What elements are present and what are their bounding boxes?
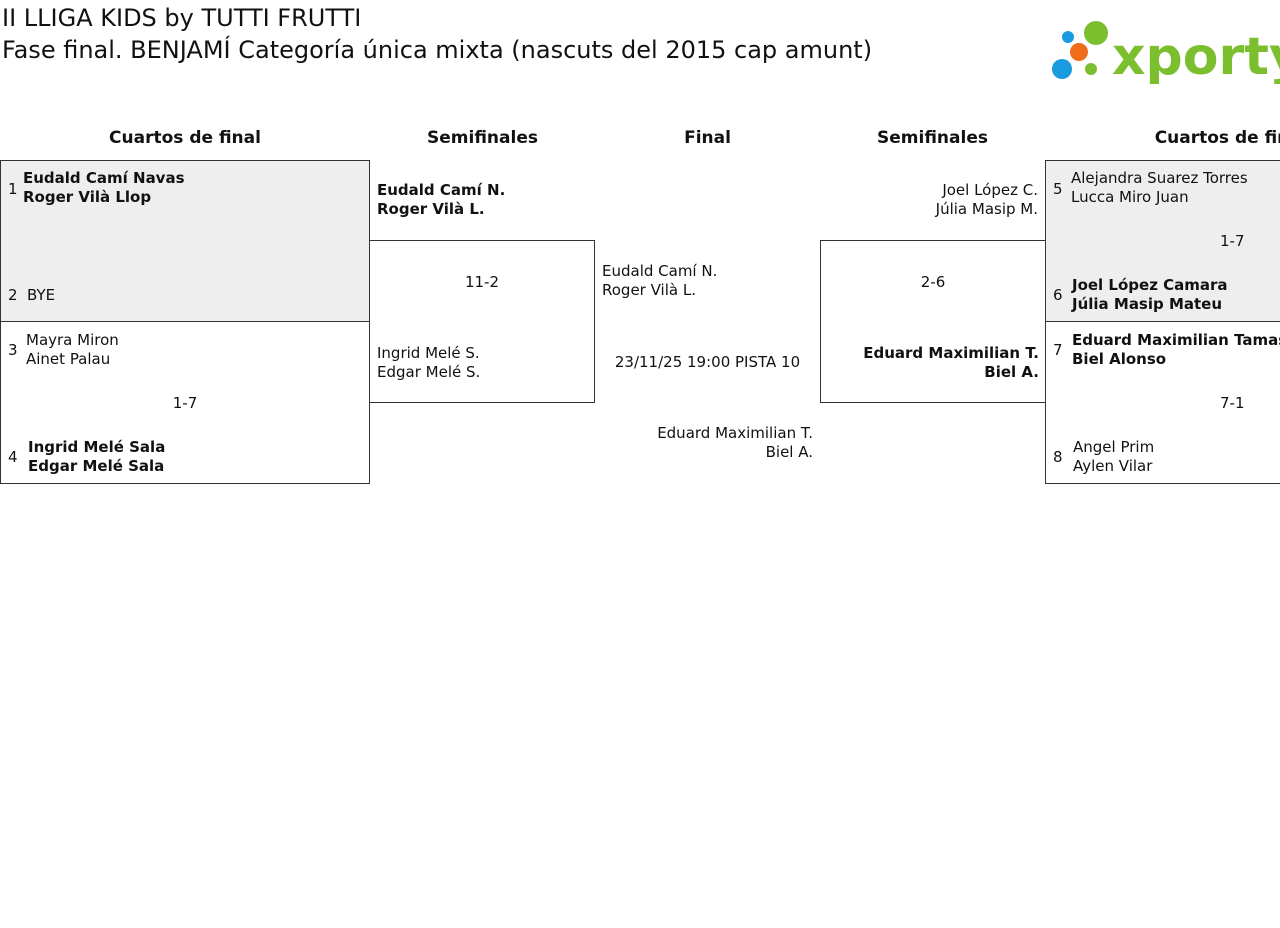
match-score: 2-6 [920,273,946,291]
match-score: 1-7 [172,394,198,412]
team-a-player-2: Roger Vilà Llop [23,188,152,206]
seed-number: 5 [1053,180,1063,198]
sf-left-team-a-player-1: Eudald Camí N. [377,181,506,199]
final-match[interactable]: Eudald Camí N. Roger Vilà L. 23/11/25 19… [595,240,820,485]
xporty-logo[interactable]: xporty [1050,18,1280,87]
team-b-player-1: Ingrid Melé Sala [28,438,166,456]
team-b-player-1: Angel Prim [1073,438,1155,456]
qf-left-match-1[interactable]: 1 Eudald Camí Navas Roger Vilà Llop 2 BY… [0,160,370,322]
qf-left-match-2[interactable]: 3 Mayra Miron Ainet Palau 1-7 4 Ingrid M… [0,321,370,484]
seed-number: 6 [1053,286,1063,304]
sf-left-match[interactable]: 11-2 Ingrid Melé S. Edgar Melé S. [369,240,595,403]
round-header-final: Final [684,128,731,148]
page-title: II LLIGA KIDS by TUTTI FRUTTI Fase final… [2,2,902,66]
final-schedule: 23/11/25 19:00 PISTA 10 [614,353,801,371]
team-b-player-1: BYE [27,286,56,304]
team-a-player-1: Alejandra Suarez Torres [1071,169,1248,187]
match-score: 1-7 [1220,232,1245,250]
logo-dot-orange [1070,43,1088,61]
team-a-player-1: Mayra Miron [26,331,119,349]
sf-right-team-a-player-2: Júlia Masip M. [935,200,1038,218]
round-header-sf-left: Semifinales [427,128,538,148]
logo-dot-green-small [1085,63,1097,75]
team-b-player-2: Aylen Vilar [1073,457,1153,475]
seed-number: 3 [8,341,18,359]
logo-dot-green-big [1084,21,1108,45]
logo-dot-blue-big [1052,59,1072,79]
sf-left-team-a-player-2: Roger Vilà L. [377,200,485,218]
final-team-a-player-2: Roger Vilà L. [602,281,696,299]
sf-right-team-a-player-1: Joel López C. [942,181,1038,199]
seed-number: 1 [8,180,18,198]
team-b-player-2: Edgar Melé Sala [28,457,165,475]
title-line-1: II LLIGA KIDS by TUTTI FRUTTI [2,4,362,32]
team-b-player-2: Biel A. [984,363,1039,381]
title-line-2: Fase final. BENJAMÍ Categoría única mixt… [2,36,873,64]
team-a-player-1: Eudald Camí Navas [23,169,185,187]
qf-right-match-2[interactable]: 7 Eduard Maximilian Tamas Biel Alonso 7-… [1045,321,1280,484]
team-a-player-2: Lucca Miro Juan [1071,188,1189,206]
team-a-player-1: Eduard Maximilian Tamas [1072,331,1280,349]
qf-right-match-1[interactable]: 5 Alejandra Suarez Torres Lucca Miro Jua… [1045,160,1280,322]
team-b-player-2: Júlia Masip Mateu [1072,295,1223,313]
seed-number: 8 [1053,448,1063,466]
team-a-player-2: Biel Alonso [1072,350,1167,368]
team-b-player-1: Joel López Camara [1072,276,1228,294]
logo-text: xporty [1112,27,1280,84]
seed-number: 4 [8,448,18,466]
team-b-player-2: Edgar Melé S. [377,363,481,381]
team-a-player-2: Ainet Palau [26,350,111,368]
team-b-player-1: Ingrid Melé S. [377,344,480,362]
round-header-sf-right: Semifinales [877,128,988,148]
final-team-a-player-1: Eudald Camí N. [602,262,718,280]
final-team-b-player-2: Biel A. [765,443,813,461]
team-b-player-1: Eduard Maximilian T. [863,344,1039,362]
match-score: 7-1 [1220,394,1245,412]
logo-dot-blue-small [1062,31,1074,43]
round-header-qf-right: Cuartos de fin [1154,128,1280,148]
seed-number: 7 [1053,341,1063,359]
seed-number: 2 [8,286,18,304]
sf-right-match[interactable]: 2-6 Eduard Maximilian T. Biel A. [820,240,1046,403]
final-team-b-player-1: Eduard Maximilian T. [657,424,813,442]
round-header-qf-left: Cuartos de final [109,128,261,148]
match-score: 11-2 [464,273,500,291]
